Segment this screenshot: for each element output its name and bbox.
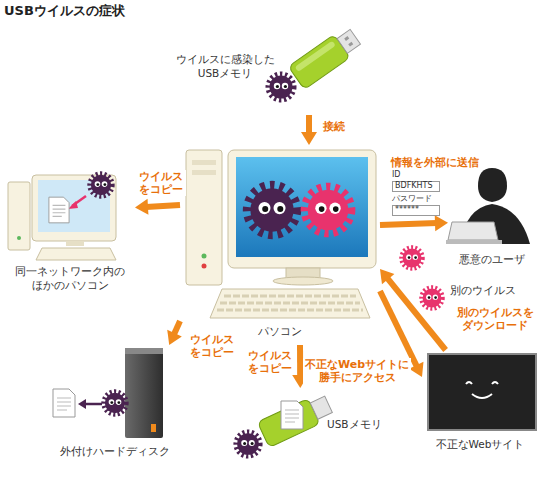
edge-label: 接続 [318, 120, 350, 133]
node-label: USBメモリ [327, 418, 377, 432]
node-label: パソコン [240, 325, 320, 339]
arrow-connector [380, 215, 448, 231]
edge-label: ウイルス をコピー [136, 170, 186, 196]
virus [307, 189, 349, 231]
arrow-line [174, 321, 180, 335]
arrow-head [301, 132, 317, 145]
node-label: 悪意のユーザ [448, 253, 536, 267]
arrow-line [387, 278, 446, 350]
virus [104, 392, 125, 413]
usb-stick [257, 392, 334, 448]
virus [402, 248, 422, 268]
node-label: 同一ネットワーク内の ほかのパソコン [10, 265, 130, 292]
form-field: ****** [392, 205, 440, 216]
arrow-connector [301, 115, 317, 145]
note-label: 別のウイルス [450, 284, 516, 298]
arrow-head [167, 330, 182, 345]
edge-label: ウイルス をコピー [187, 333, 237, 359]
arrow-connector [167, 321, 182, 345]
form-field: BDFKHTS [392, 181, 440, 192]
node-region: 悪意のユーザ [448, 165, 538, 270]
arrow-connector [135, 199, 180, 215]
node-label: 不正なWebサイト [422, 438, 538, 452]
document [281, 401, 303, 429]
arrow-line [146, 205, 180, 207]
virus [269, 75, 293, 99]
virus [237, 433, 260, 456]
node-region: USBメモリ [235, 388, 380, 476]
edge-label: 不正なWebサイトに 勝手にアクセス [303, 358, 411, 384]
note-label: ID [392, 171, 401, 180]
bad-website [428, 354, 536, 430]
document [49, 197, 69, 223]
virus [249, 187, 294, 232]
edge-label: 別のウイルスを ダウンロード [452, 306, 538, 332]
arrow-line [380, 291, 417, 367]
usb-stick [288, 25, 363, 89]
malicious-user [446, 168, 530, 244]
virus [422, 288, 442, 308]
node-region: 外付けハードディスク [40, 345, 192, 467]
node-label: 外付けハードディスク [40, 445, 190, 459]
arrow-head [409, 362, 423, 377]
arrow-head [435, 215, 448, 231]
arrow-head [380, 269, 394, 284]
note-label: パスワード [392, 195, 432, 204]
node-label: ウイルスに感染した USBメモリ [175, 53, 275, 80]
node-region: 同一ネットワーク内の ほかのパソコン [5, 170, 135, 295]
edge-label: ウイルス をコピー [244, 349, 296, 375]
arrow-connector [380, 269, 446, 350]
desktop-pc [186, 150, 376, 318]
document [53, 389, 75, 417]
virus [90, 174, 111, 195]
arrow-head [135, 199, 148, 215]
arrow-line [380, 223, 437, 225]
network-pc [8, 175, 116, 260]
node-region: 不正なWebサイト [422, 350, 540, 458]
hard-disk [78, 348, 163, 438]
node-region: パソコン [180, 145, 380, 345]
node-region: ウイルスに感染した USBメモリ [170, 15, 365, 115]
edge-label: 情報を外部に送信 [384, 156, 486, 169]
diagram-title: USBウイルスの症状 [4, 2, 125, 20]
arrow-line [306, 115, 312, 134]
